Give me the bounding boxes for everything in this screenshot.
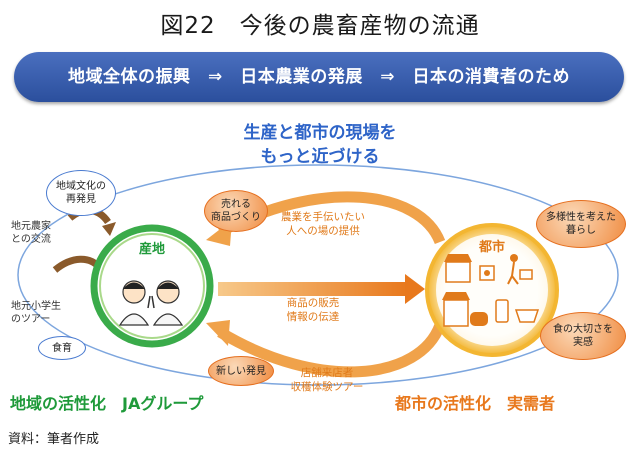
arrow-bottom (217, 322, 446, 378)
bubble-food-value: 食の大切さを 実感 (540, 312, 626, 360)
brown-arrow-1-head (102, 222, 116, 236)
bread-icon (470, 312, 488, 326)
shopper-icon (507, 254, 533, 285)
farm-circle-inner (99, 233, 205, 339)
phone-icon (495, 299, 509, 323)
source-note: 資料：筆者作成 (8, 432, 100, 447)
heading-line-2: もっと近づける (260, 147, 380, 167)
label-arrow-middle: 商品の販売 情報の伝達 (286, 297, 340, 323)
label-arrow-top: 農業を手伝いたい 人への場の提供 (281, 211, 365, 237)
city-label: 都市 (478, 240, 505, 255)
bubble-culture: 地域文化の 再発見 (46, 170, 116, 216)
footer-left-caption: 地域の活性化 JAグループ (10, 394, 204, 413)
storefront-2-icon (442, 292, 470, 327)
storefront-icon (444, 254, 472, 283)
text-farmer-exchange: 地元農家 との交流 (11, 221, 51, 245)
arrow-middle (218, 282, 408, 296)
farm-circle (90, 224, 214, 348)
text-school-tour: 地元小学生 のツアー (11, 301, 61, 325)
farmers-icon (118, 280, 184, 326)
shop-icon (479, 265, 495, 281)
arrow-bottom-head (206, 320, 230, 346)
farm-label: 産地 (138, 242, 165, 257)
bubble-sellable-products: 売れる 商品づくり (204, 190, 268, 232)
footer-right-caption: 都市の活性化 実需者 (395, 394, 556, 413)
label-arrow-bottom: 店舗来店者 収穫体験ツアー (290, 367, 364, 393)
bubble-new-discovery: 新しい発見 (208, 356, 274, 386)
banner: 地域全体の振興 ⇒ 日本農業の発展 ⇒ 日本の消費者のため (14, 52, 624, 102)
bubble-diversity: 多様性を考えた 暮らし (536, 200, 626, 248)
arrow-middle-head (405, 274, 425, 304)
heading-line-1: 生産と都市の現場を (243, 123, 397, 143)
outer-ellipse (17, 164, 619, 386)
bubble-food-education: 食育 (38, 336, 86, 360)
page-title: 図22 今後の農畜産物の流通 (160, 13, 480, 39)
basket-icon (514, 309, 540, 323)
